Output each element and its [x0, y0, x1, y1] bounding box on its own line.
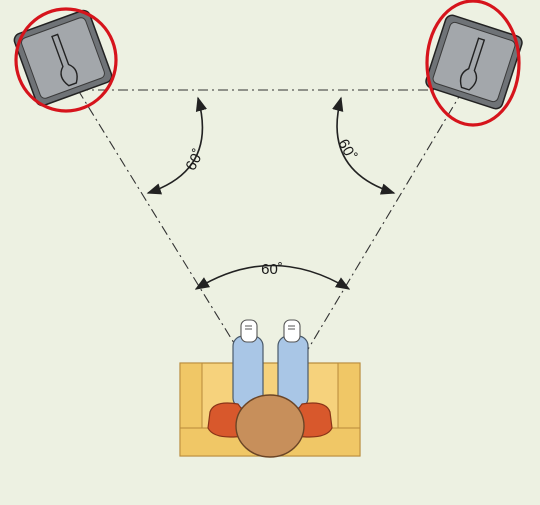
- bottom-angle-label: 60˚: [261, 261, 283, 278]
- speaker-icon: [425, 14, 523, 110]
- left-sight-line: [77, 89, 243, 357]
- left-angle-arc: [146, 96, 208, 195]
- angle-arcs: [146, 96, 396, 290]
- left-highlight-circle: [14, 7, 118, 113]
- right-highlight-circle: [425, 0, 521, 127]
- guide-lines: [77, 89, 464, 357]
- bottom-angle-arc: [194, 264, 351, 290]
- left-speaker: [13, 7, 118, 113]
- left-foot: [240, 319, 258, 343]
- right-sight-line: [303, 89, 464, 357]
- sofa-icon: [179, 362, 361, 457]
- right-foot: [283, 319, 301, 343]
- listener-icon: [207, 319, 333, 458]
- head: [235, 394, 305, 458]
- right-angle-arc: [332, 96, 396, 195]
- speaker-icon: [13, 9, 113, 107]
- right-speaker: [425, 0, 523, 127]
